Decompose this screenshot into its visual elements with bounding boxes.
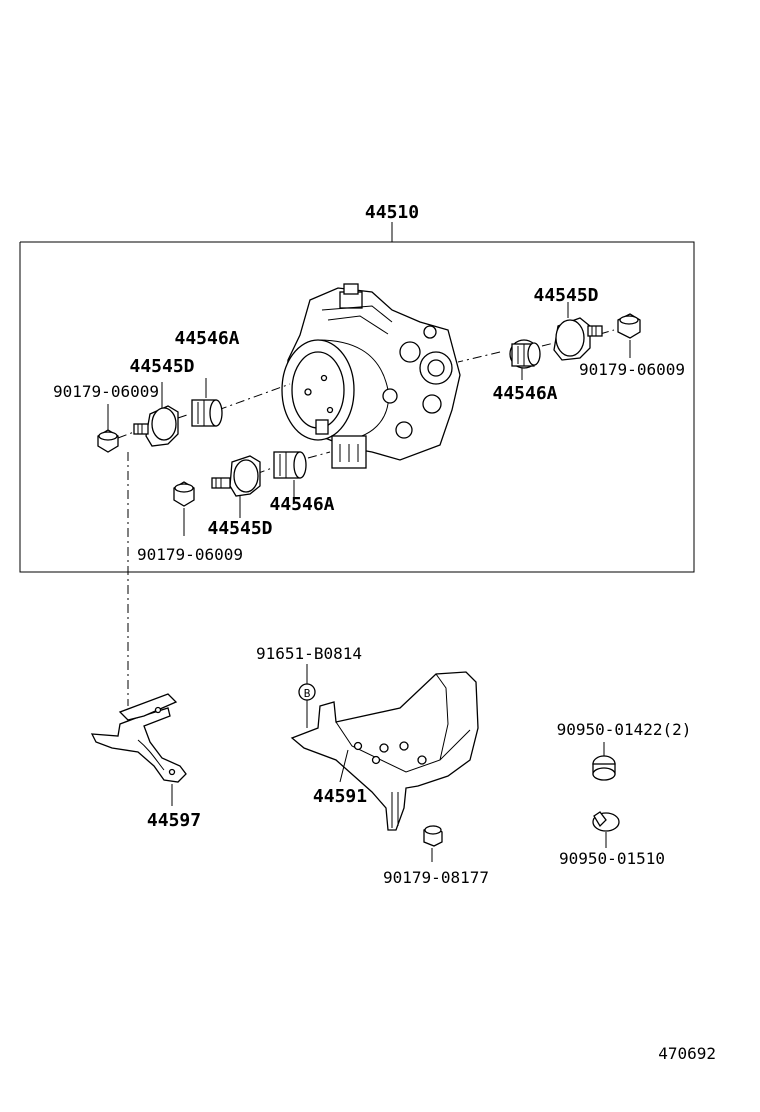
label-44545d-top-left: 44545D [129, 356, 194, 377]
grommet-44546a-top-left [191, 399, 223, 427]
label-90179-06009-bottom: 90179-06009 [137, 545, 243, 564]
bolt-90179-06009-top-right [617, 313, 641, 339]
grommet-44546a-bottom [273, 451, 307, 479]
label-90179-06009-top-right: 90179-06009 [579, 360, 685, 379]
label-44546a-top-left: 44546A [174, 328, 239, 349]
nut-90179-08177 [423, 825, 443, 862]
label-44546a-bottom: 44546A [269, 494, 334, 515]
label-91651-b0814: 91651-B0814 [256, 644, 362, 663]
bolt-90179-06009-bottom [173, 481, 195, 507]
bottom-mount [173, 451, 331, 536]
label-assembly-44510: 44510 [365, 202, 419, 223]
label-90179-06009-top-left: 90179-06009 [53, 382, 159, 401]
label-44546a-top-right: 44546A [492, 383, 557, 404]
bracket-44591 [290, 671, 479, 831]
label-90950-01510: 90950-01510 [559, 849, 665, 868]
label-44545d-top-right: 44545D [533, 285, 598, 306]
label-90950-01422: 90950-01422(2) [557, 720, 692, 739]
top-right-mount [457, 302, 641, 380]
bolt-90179-06009-top-left [97, 429, 119, 453]
clip-90950-01510 [592, 811, 620, 848]
cushion-44545d-bottom [211, 455, 261, 497]
label-44591: 44591 [313, 786, 367, 807]
bracket-44597 [90, 693, 187, 806]
top-left-mount [97, 378, 291, 453]
bolt-marker-b-text: B [304, 687, 311, 700]
bolt-91651-b0814: B [298, 664, 316, 728]
diagram-id: 470692 [658, 1044, 716, 1063]
label-44545d-bottom: 44545D [207, 518, 272, 539]
grommet-44546a-top-right [509, 339, 541, 369]
cushion-44545d-top-right [553, 317, 603, 361]
assembly-frame [19, 222, 695, 573]
label-44597: 44597 [147, 810, 201, 831]
cushion-44545d-top-left [133, 405, 179, 447]
label-90179-08177: 90179-08177 [383, 868, 489, 887]
abs-actuator [281, 283, 461, 469]
clip-90950-01422 [592, 742, 616, 781]
